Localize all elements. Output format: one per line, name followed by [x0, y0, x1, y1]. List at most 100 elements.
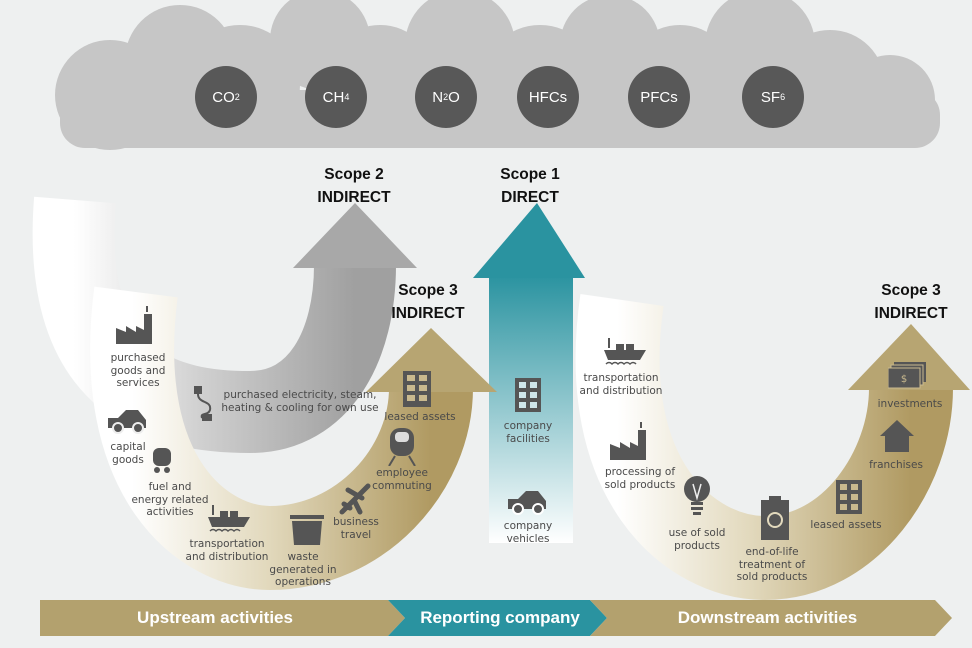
label-line: activities [146, 506, 194, 518]
factory-icon [610, 422, 646, 460]
clouds [55, 0, 940, 150]
gas-label: SF [760, 88, 781, 106]
label-line: leased assets [810, 519, 882, 531]
factory-icon [116, 306, 152, 344]
label-line: company [503, 520, 553, 532]
building-icon [515, 378, 541, 412]
gas-label: CO [212, 88, 235, 106]
label-line: use of sold [668, 527, 726, 539]
upstream-item-leased-assets: leased assets [384, 411, 455, 424]
label-line: facilities [506, 432, 550, 445]
scope3-downstream-label: Scope 3 INDIRECT [874, 279, 947, 325]
money-icon: $ [888, 362, 926, 389]
label-line: and distribution [579, 384, 663, 397]
building-icon [403, 371, 431, 407]
label-line: vehicles [506, 532, 550, 545]
label-line: leased assets [384, 411, 456, 423]
scope-type: INDIRECT [391, 305, 465, 322]
recycle-bin-icon [761, 496, 789, 540]
label-line: transportation [189, 538, 265, 550]
airplane-icon [339, 483, 371, 515]
dumpster-icon [290, 515, 324, 545]
train-icon [388, 428, 416, 466]
scope2-arrow [32, 196, 417, 454]
ship-icon [604, 338, 646, 366]
scope-type: INDIRECT [874, 305, 948, 322]
lightbulb-icon [684, 476, 710, 515]
gas-label: CH [322, 88, 345, 106]
label-line: waste [287, 551, 319, 563]
scope-type: DIRECT [501, 189, 559, 206]
label-line: capital [110, 441, 146, 453]
gas-pfcs: PFCs [628, 66, 690, 128]
gas-subscript: 2 [234, 92, 240, 102]
scope1-label: Scope 1 DIRECT [500, 163, 559, 209]
label-line: goods [112, 453, 144, 466]
scope-title: Scope 1 [500, 166, 560, 183]
label-line: purchased electricity, steam, [223, 389, 377, 401]
scope-type: INDIRECT [317, 189, 391, 206]
label-line: franchises [869, 459, 923, 471]
svg-text:$: $ [901, 374, 907, 385]
label-line: treatment of [738, 558, 806, 571]
gas-label: PFCs [640, 88, 678, 106]
label-line: transportation [583, 372, 659, 384]
scope-title: Scope 3 [398, 282, 458, 299]
gas-subscript: 2 [443, 92, 449, 102]
plug-icon [194, 386, 212, 421]
label-line: investments [877, 398, 943, 410]
house-icon [880, 420, 914, 452]
label-line: processing of [604, 466, 676, 478]
downstream-item-investments: investments [878, 398, 943, 411]
label-line: products [674, 539, 720, 552]
fuel-cart-icon [153, 448, 171, 473]
reporting-company-label: Reporting company [420, 608, 580, 627]
label-line: energy related [131, 493, 209, 506]
downstream-item-franchises: franchises [869, 459, 923, 472]
label-line: goods and [110, 364, 166, 377]
car-icon [508, 491, 546, 515]
label-line: heating & cooling for own use [221, 401, 379, 414]
label-line: generated in [269, 563, 337, 576]
label-line: operations [275, 576, 331, 588]
label-line: commuting [372, 479, 432, 492]
label-line: travel [340, 528, 372, 541]
gas-label-tail: O [448, 88, 460, 106]
scope3-downstream-arrow [575, 294, 970, 601]
label-line: business [333, 516, 379, 528]
scope3-upstream-label: Scope 3 INDIRECT [391, 279, 464, 325]
gas-hfcs: HFCs [517, 66, 579, 128]
label-line: employee [376, 467, 428, 479]
building-icon [836, 480, 862, 514]
downstream-item-leased-assets: leased assets [810, 519, 881, 532]
label-line: sold products [604, 478, 676, 491]
label-line: fuel and [148, 481, 192, 493]
label-line: end-of-life [745, 546, 799, 558]
scope-title: Scope 2 [324, 166, 384, 183]
upstream-activities-label: Upstream activities [137, 608, 293, 627]
ship-icon [208, 505, 250, 533]
scope-title: Scope 3 [881, 282, 941, 299]
bottom-bar-shapes [40, 600, 952, 636]
label-line: services [116, 377, 160, 389]
gas-label: N [432, 88, 444, 106]
label-line: purchased [110, 352, 166, 364]
label-line: sold products [736, 571, 808, 583]
gas-label: HFCs [528, 88, 568, 106]
